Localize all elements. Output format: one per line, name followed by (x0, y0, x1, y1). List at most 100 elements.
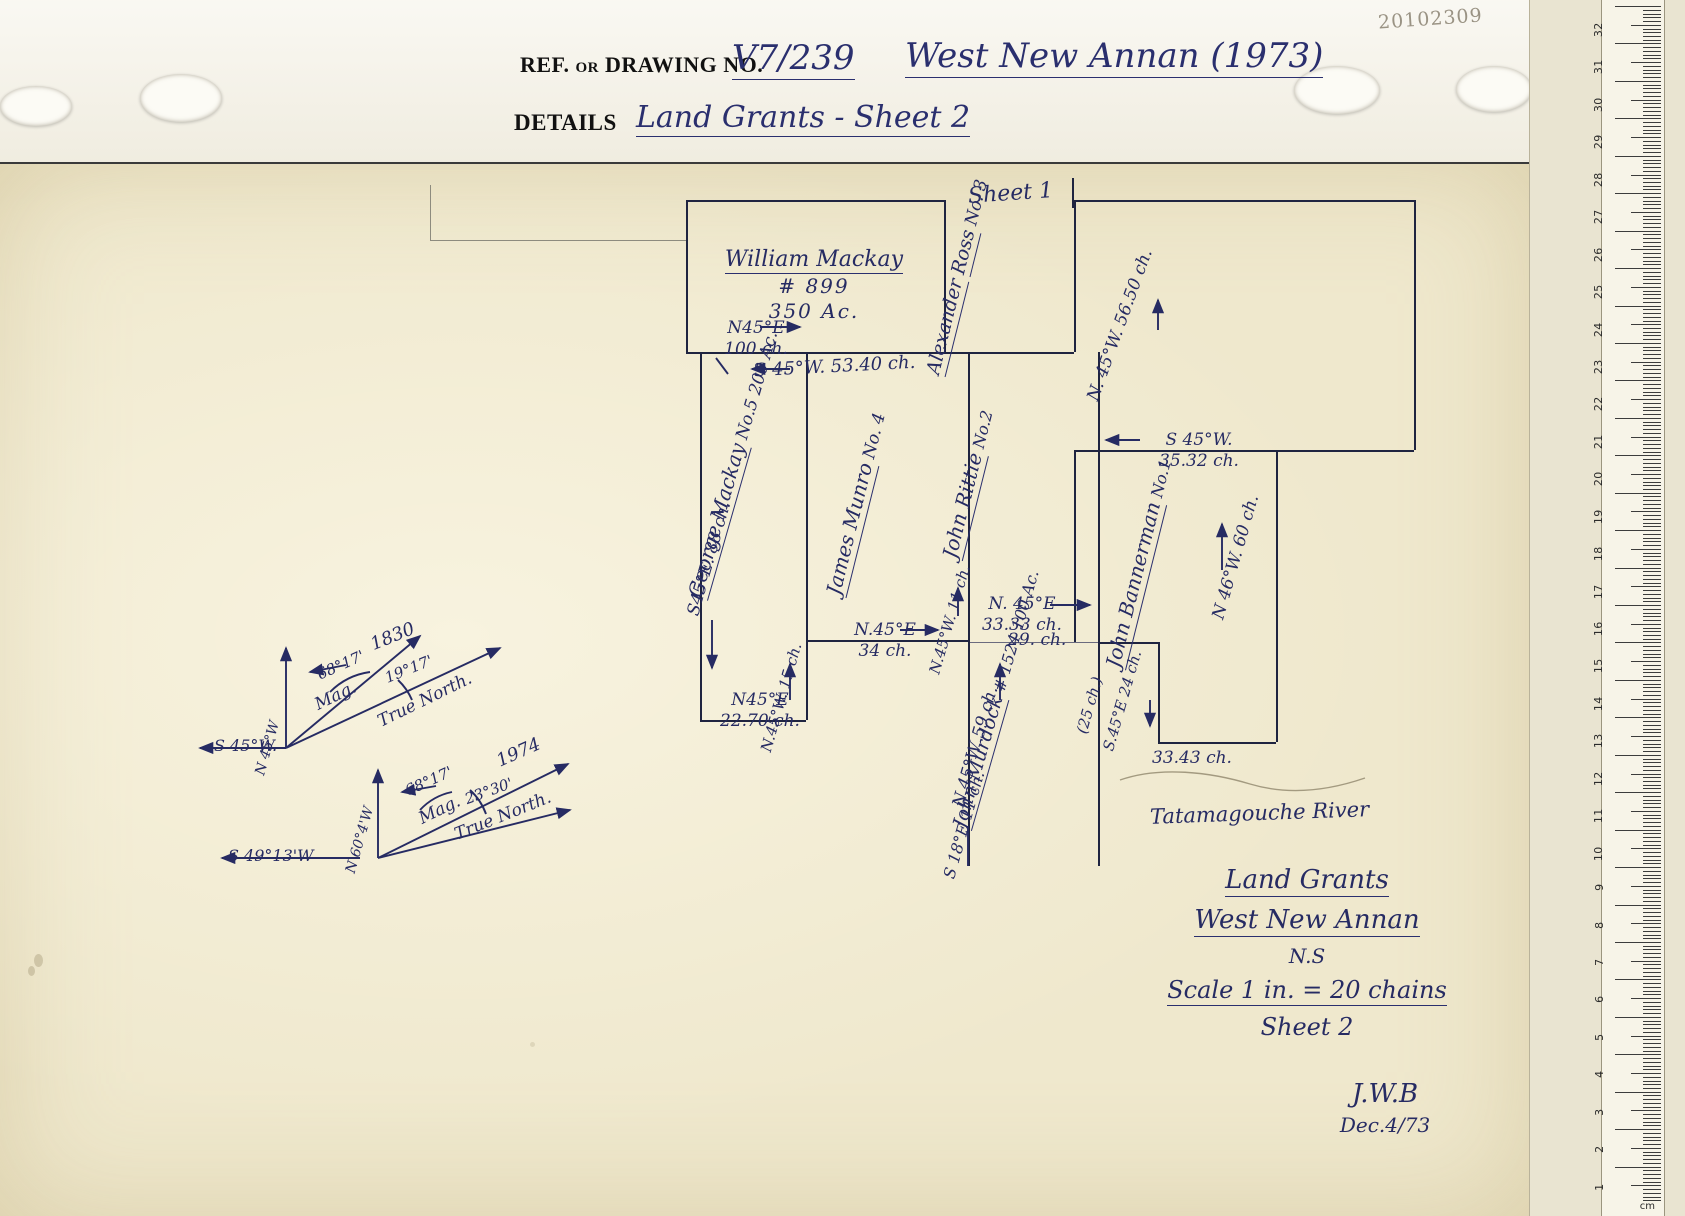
punch-hole (140, 74, 222, 122)
ruler-major-tick (1615, 1091, 1661, 1093)
ruler-minor-tick (1643, 69, 1661, 71)
ruler-minor-tick (1643, 328, 1661, 329)
ruler-minor-tick (1643, 653, 1661, 655)
ruler-minor-tick (1643, 582, 1661, 584)
ruler-tick-label: 15 (1592, 658, 1606, 674)
parcel-boundary (700, 352, 702, 720)
ruler-major-tick (1615, 118, 1661, 120)
ruler-minor-tick (1643, 784, 1661, 786)
ruler-minor-tick (1643, 133, 1661, 135)
ruler-tick-label: 31 (1592, 59, 1606, 75)
ruler-minor-tick (1643, 466, 1661, 468)
ruler-minor-tick (1643, 971, 1661, 973)
ruler-minor-tick (1643, 507, 1661, 509)
ruler-minor-tick (1643, 814, 1661, 816)
ruler-minor-tick (1643, 1084, 1661, 1086)
ruler-tick-label: 4 (1592, 1070, 1606, 1079)
parcel-boundary (686, 200, 688, 352)
ruler-minor-tick (1643, 1196, 1661, 1198)
ref-label: REF. or DRAWING NO. (520, 52, 764, 77)
ruler-minor-tick (1631, 62, 1661, 64)
ruler-major-tick (1615, 717, 1661, 719)
ruler-minor-tick (1643, 339, 1661, 341)
ruler-minor-tick (1643, 934, 1661, 936)
ruler-major-tick (1615, 1054, 1661, 1056)
ruler-minor-tick (1643, 889, 1661, 891)
ruler-minor-tick (1631, 436, 1661, 438)
ruler-major-tick (1615, 417, 1661, 419)
ruler-minor-tick (1631, 137, 1661, 138)
ruler-minor-tick (1643, 1114, 1661, 1116)
ruler-minor-tick (1643, 65, 1661, 67)
parcel-boundary (1158, 642, 1160, 742)
paper-blemish (1390, 922, 1395, 927)
ruler-minor-tick (1643, 990, 1661, 992)
ruler-minor-tick (1643, 1005, 1661, 1007)
ruler-minor-tick (1643, 178, 1661, 180)
bearing-value: N45°E (731, 690, 789, 710)
ruler-minor-tick (1643, 200, 1661, 202)
parcel-boundary (1074, 450, 1414, 452)
ruler-tick-label: 8 (1592, 921, 1606, 929)
ruler-minor-tick (1643, 837, 1661, 839)
ruler-minor-tick (1643, 182, 1661, 183)
ruler-minor-tick (1643, 9, 1661, 11)
ruler-minor-tick (1643, 964, 1661, 966)
parcel-boundary (1074, 200, 1414, 202)
ruler-minor-tick (1643, 1095, 1661, 1097)
drawing-title: West New Annan (1973) (905, 36, 1324, 78)
ruler-minor-tick (1643, 290, 1661, 292)
ruler-minor-tick (1643, 488, 1661, 490)
ruler-minor-tick (1643, 766, 1661, 767)
ruler-minor-tick (1643, 1125, 1661, 1127)
ruler-minor-tick (1631, 399, 1661, 401)
ruler-tick-label: 1 (1592, 1183, 1606, 1191)
ruler-minor-tick (1643, 129, 1661, 131)
ruler-minor-tick (1643, 279, 1661, 281)
ruler-major-tick (1615, 6, 1661, 7)
ruler-major-tick (1615, 530, 1661, 532)
ruler-minor-tick (1643, 616, 1661, 618)
ruler-minor-tick (1643, 986, 1661, 988)
declination1-bearing: S 45°W. (214, 736, 278, 755)
ruler-minor-tick (1643, 21, 1661, 22)
ruler-minor-tick (1643, 638, 1661, 640)
ruler-minor-tick (1643, 631, 1661, 633)
details-value: Land Grants - Sheet 2 (636, 100, 971, 137)
ruler-minor-tick (1643, 95, 1661, 97)
ruler-minor-tick (1643, 298, 1661, 299)
ruler-major-tick (1615, 679, 1661, 681)
ruler-tick-label: 13 (1592, 733, 1606, 749)
ruler-minor-tick (1643, 1076, 1661, 1078)
ruler-minor-tick (1643, 1177, 1661, 1179)
bearing-n45e-3333: N. 45°E 33.33 ch. (962, 594, 1082, 637)
parcel-boundary (1074, 200, 1076, 352)
ruler-minor-tick (1643, 425, 1661, 427)
ruler-minor-tick (1631, 586, 1661, 588)
ruler-minor-tick (1643, 612, 1661, 614)
ruler-minor-tick (1643, 144, 1661, 146)
ruler-minor-tick (1631, 736, 1661, 737)
ruler-minor-tick (1643, 17, 1661, 19)
ruler-minor-tick (1643, 470, 1661, 472)
ruler-major-tick (1615, 867, 1661, 869)
ruler-minor-tick (1643, 635, 1661, 636)
legend-sheet: Sheet 2 (1260, 1012, 1354, 1041)
legend-scale: Scale 1 in. = 20 chains (1167, 975, 1447, 1006)
ruler-minor-tick (1643, 1065, 1661, 1067)
ruler-minor-tick (1643, 1102, 1661, 1104)
ruler-minor-tick (1643, 732, 1661, 734)
ruler-major-tick (1615, 605, 1661, 606)
ruler-minor-tick (1643, 646, 1661, 648)
ruler-minor-tick (1631, 511, 1661, 513)
ruler-minor-tick (1643, 58, 1661, 60)
parcel-boundary (968, 352, 970, 642)
parcel-label-william-mackay: William Mackay # 899 350 Ac. (714, 246, 914, 324)
ruler-tick-label: 22 (1592, 396, 1606, 412)
ruler-minor-tick (1643, 444, 1661, 445)
ruler-minor-tick (1643, 949, 1661, 951)
legend-block: Land Grants West New Annan N.S Scale 1 i… (1142, 860, 1472, 1046)
distance-3343: 33.43 ch. (1152, 748, 1232, 768)
paper-blemish (34, 954, 43, 967)
